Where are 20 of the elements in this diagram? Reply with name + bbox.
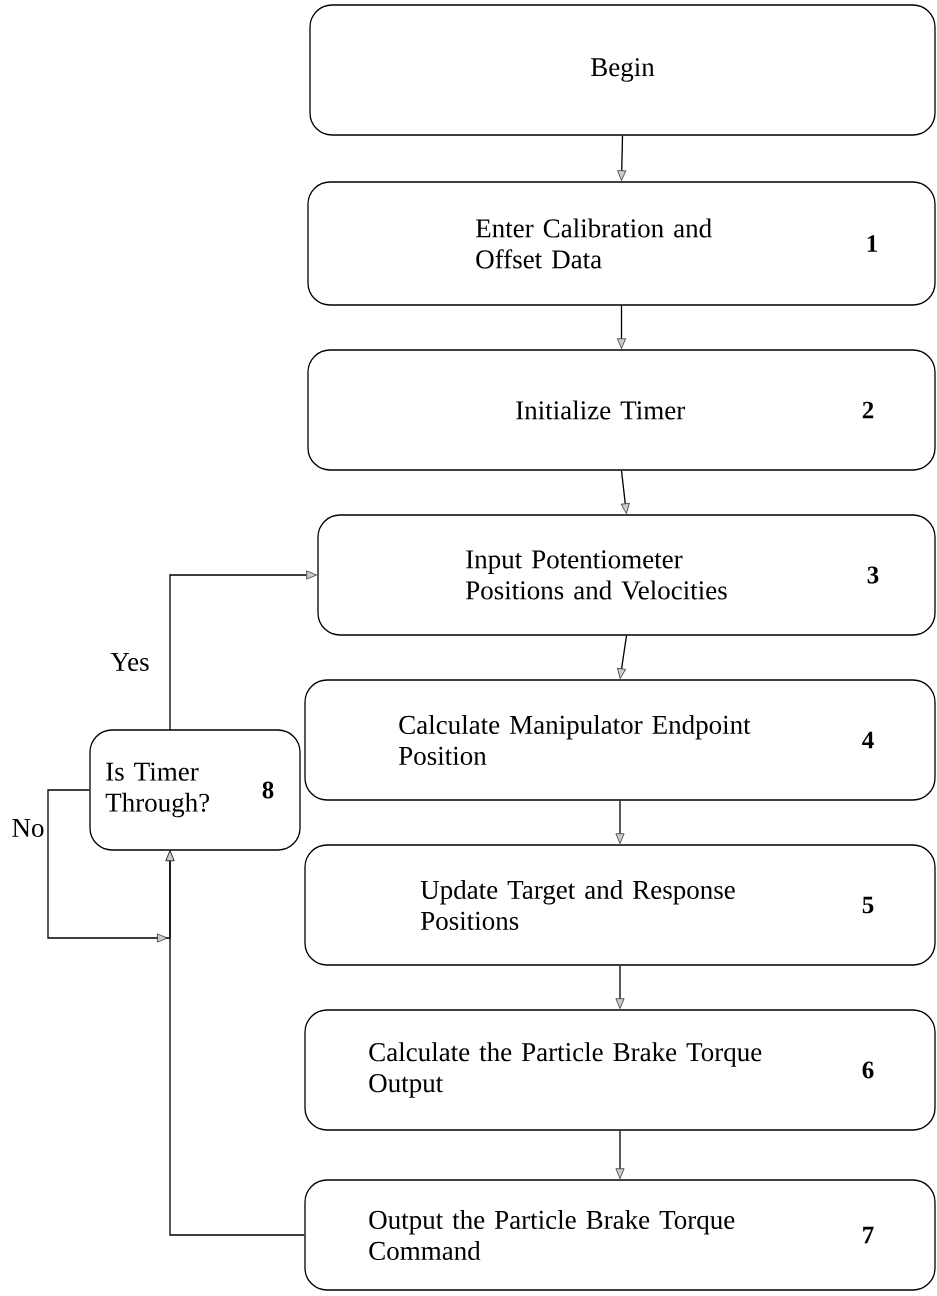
process-box: Output the Particle Brake Torque Command 7 — [304, 1179, 936, 1291]
process-box: Enter Calibration and Offset Data 1 — [307, 181, 936, 306]
arrow — [617, 135, 627, 181]
arrow — [620, 470, 630, 514]
edge-label: No — [10, 818, 46, 838]
arrow — [617, 305, 626, 349]
process-box: Initialize Timer 2 — [307, 349, 936, 471]
process-box: Input Potentiometer Positions and Velocities 3 — [317, 514, 936, 636]
arrow — [617, 635, 628, 679]
process-box: Update Target and Response Positions 5 — [304, 844, 936, 966]
edge-label: Yes — [109, 652, 151, 672]
arrow — [47, 789, 175, 943]
process-box: Calculate Manipulator Endpoint Position 4 — [304, 679, 936, 801]
arrow — [615, 1130, 625, 1179]
arrow — [615, 965, 625, 1009]
start-box: Begin — [309, 4, 936, 136]
arrow — [169, 570, 317, 731]
arrow — [615, 800, 625, 844]
decision-box: Is Timer Through? 8 — [89, 729, 301, 851]
process-box: Calculate the Particle Brake Torque Output 6 — [304, 1009, 936, 1131]
